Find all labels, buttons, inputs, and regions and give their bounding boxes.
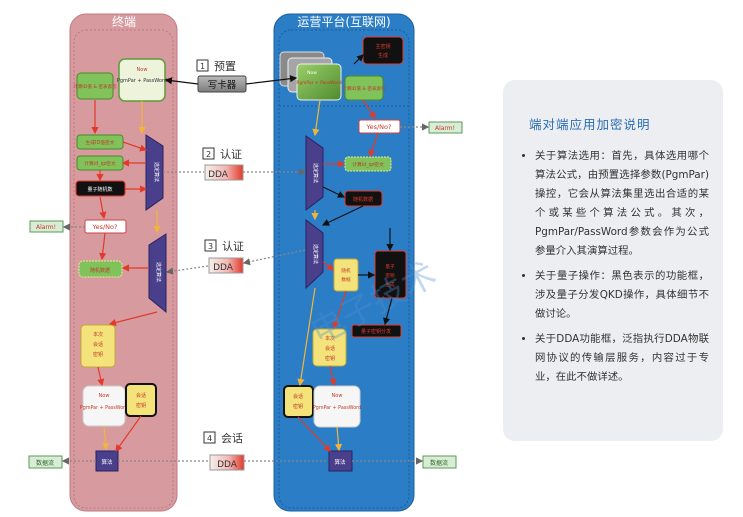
node-label: 选定算法	[312, 244, 319, 264]
platform-select-algo-1	[305, 135, 324, 212]
node-label: Yes/No?	[92, 223, 118, 231]
node-label: 量子	[385, 263, 395, 270]
platform-session-key	[312, 328, 347, 367]
node-label: 计算id_qz密文	[352, 161, 384, 168]
platform-master-key	[362, 36, 404, 65]
node-label: 2	[206, 150, 211, 159]
platform-session-key-2	[283, 385, 314, 418]
node-label: Alarm!	[36, 224, 56, 231]
connectors	[61, 54, 430, 465]
step-auth-1: 2 认证	[202, 147, 242, 161]
platform-title: 运营平台(互联网)	[297, 14, 390, 29]
node-label: 算法	[101, 458, 113, 466]
node-label: Alarm!	[435, 125, 455, 132]
node-label: 认证	[220, 148, 242, 161]
node-label: 量子随机数	[87, 186, 112, 193]
node-label: DDA	[208, 170, 229, 180]
platform-distribute	[351, 324, 402, 338]
node-label: 数据流	[36, 459, 54, 467]
explanation-item: 关于量子操作：黑色表示的功能框，涉及量子分发QKD操作，具体细节不做讨论。	[535, 267, 709, 324]
node-label: 会话	[325, 345, 335, 352]
node-label: PgmPar + PassWord	[117, 78, 167, 84]
node-label: 本次	[93, 331, 103, 338]
explanation-item: 关于DDA功能框，泛指执行DDA物联网协议的传输层服务，内容过于专业，在此不做详…	[535, 330, 709, 387]
terminal-select-algo-2	[148, 233, 167, 314]
node-label: 密钥	[325, 355, 335, 362]
dda-box-3	[209, 454, 245, 471]
node-label: 密钥	[385, 272, 395, 279]
node-label: Now	[307, 70, 317, 76]
node-label: DDA	[217, 460, 238, 470]
node-label: 选定算法	[153, 162, 160, 182]
platform-random	[344, 190, 383, 207]
node-label: 选定算法	[155, 262, 162, 282]
node-label: 选定算法	[312, 163, 319, 183]
node-label: 会话	[221, 432, 243, 445]
platform-select-algo-2	[305, 218, 324, 290]
dda-box-2	[208, 257, 244, 274]
node-label: 3	[208, 242, 213, 251]
terminal-calc-index	[76, 72, 114, 100]
node-label: 会话	[293, 393, 303, 400]
node-label: 量子密钥分发	[361, 328, 391, 335]
node-label: 数据流	[430, 459, 448, 467]
node-label: 计算ID值 & 密表索引	[342, 85, 386, 92]
node-label: Yes/No?	[366, 123, 392, 131]
platform-session-random	[333, 258, 359, 292]
node-label: 随机数据	[90, 267, 110, 274]
terminal-session-key-2	[125, 383, 157, 417]
node-label: 计算id_qz密文	[84, 160, 116, 167]
step-session: 4 会话	[203, 431, 243, 445]
platform-calc-index	[344, 75, 384, 101]
node-label: 计算ID值 & 密表索引	[73, 83, 117, 90]
node-label: 生成ID值密文	[85, 139, 114, 146]
node-label: Now	[137, 67, 148, 73]
node-label: 4	[207, 434, 212, 443]
terminal-title: 终端	[112, 14, 136, 29]
node-label: 密钥	[293, 403, 303, 410]
node-label: 本次	[325, 335, 335, 342]
node-label: 生成	[385, 281, 395, 288]
node-label: PgmPar + PassWord	[313, 405, 361, 411]
explanation-list: 关于算法选用：首先，具体选用哪个算法公式，由预置选择参数(PgmPar)操控，它…	[521, 147, 709, 387]
node-label: 生成	[378, 52, 388, 59]
terminal-select-algo-1	[145, 134, 164, 211]
step-auth-2: 3 认证	[204, 239, 244, 253]
explanation-panel: 端对端应用加密说明 关于算法选用：首先，具体选用哪个算法公式，由预置选择参数(P…	[503, 80, 723, 441]
node-label: 密钥	[93, 351, 103, 358]
node-label: 数据	[341, 276, 351, 283]
node-label: Now	[99, 393, 110, 399]
node-label: Now	[332, 393, 343, 399]
node-label: 1	[200, 62, 205, 71]
node-label: 密钥	[136, 402, 146, 409]
node-label: 认证	[222, 240, 244, 253]
step-preset: 1 预置	[196, 59, 236, 73]
node-label: 写卡器	[208, 79, 237, 91]
node-label: 会话	[136, 392, 146, 399]
node-label: 算法	[334, 458, 346, 466]
node-label: 随机	[341, 267, 351, 274]
explanation-item: 关于算法选用：首先，具体选用哪个算法公式，由预置选择参数(PgmPar)操控，它…	[535, 147, 709, 261]
node-label: 主密钥	[375, 43, 390, 50]
node-label: DDA	[213, 263, 234, 273]
node-label: PgmPar + PassWord	[296, 80, 341, 86]
node-label: 预置	[214, 60, 236, 73]
node-label: 随机数据	[353, 196, 373, 203]
node-label: PgmPar + PassWord	[80, 405, 128, 411]
node-label: 会话	[93, 341, 103, 348]
explanation-title: 端对端应用加密说明	[529, 117, 651, 132]
